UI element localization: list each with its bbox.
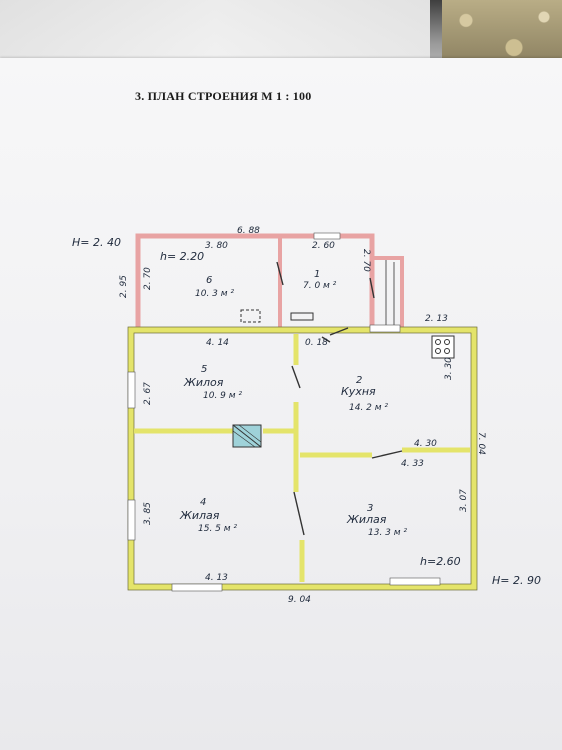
curtain — [0, 0, 430, 68]
dim-room1-width: 2. 60 — [312, 241, 335, 251]
room4-area: 15. 5 м ² — [198, 524, 237, 534]
dim-annex-top: 6. 88 — [237, 226, 260, 236]
dim-kitchen-height: 3. 30 — [444, 357, 454, 380]
annex-openings — [240, 232, 395, 326]
kitchen-hob — [431, 335, 455, 359]
room3-number: 3 — [367, 503, 373, 514]
dim-room5-height: 2. 67 — [143, 382, 153, 405]
height-main-house: H= 2. 90 — [492, 574, 541, 587]
window-kitchen-top — [369, 324, 401, 333]
house-wall-outlines — [127, 326, 478, 591]
room1-area: 7. 0 м ² — [303, 281, 337, 291]
annex-outline — [135, 233, 375, 328]
window-room4-bottom — [171, 583, 223, 592]
wallpaper-pattern — [442, 0, 562, 68]
room4-number: 4 — [200, 497, 206, 508]
room3-area: 13. 3 м ² — [368, 528, 407, 538]
window-room3-bottom — [389, 577, 441, 586]
hob-body — [431, 335, 455, 359]
house-walls — [128, 327, 477, 590]
annex-top-window — [313, 232, 341, 240]
room1-number: 1 — [314, 269, 320, 280]
dim-corridor: 2. 13 — [425, 314, 448, 324]
room6-number: 6 — [206, 275, 212, 286]
dim-room4-height: 3. 85 — [143, 502, 153, 525]
room5-number: 5 — [201, 364, 207, 375]
dim-annex-left-outer: 2. 95 — [119, 275, 129, 298]
paper-sheet — [0, 58, 562, 750]
height-room6: h= 2.20 — [160, 250, 204, 263]
dim-room3-inner: 4. 33 — [401, 459, 424, 469]
dimension-labels: 6. 88 3. 80 2. 60 2. 95 2. 70 2. 70 2. 1… — [119, 226, 486, 605]
dim-room6-width: 3. 80 — [205, 241, 228, 251]
room6-area: 10. 3 м ² — [195, 289, 234, 299]
height-left-annex: H= 2. 40 — [72, 236, 121, 249]
height-labels: H= 2. 40 H= 2. 90 h= 2.20 h=2.60 — [72, 236, 541, 587]
house-outer-edge — [127, 326, 478, 591]
room5-area: 10. 9 м ² — [203, 391, 242, 401]
height-room3: h=2.60 — [420, 555, 461, 568]
window-room4 — [127, 499, 136, 541]
room3-name: Жилая — [346, 513, 387, 526]
stove — [232, 424, 262, 448]
annex-furniture — [240, 309, 261, 323]
annex-walls — [135, 233, 404, 328]
room4-name: Жилая — [179, 509, 220, 522]
room2-name: Кухня — [341, 385, 376, 398]
dim-room5-width: 4. 14 — [206, 338, 229, 348]
door-5-2 — [291, 365, 301, 389]
room-labels: 6 10. 3 м ² 1 7. 0 м ² 5 Жилоя 10. 9 м ²… — [179, 269, 407, 538]
house-outline — [128, 327, 477, 590]
dim-house-bottom: 9. 04 — [288, 595, 311, 605]
door-kitchen-b — [321, 336, 331, 343]
door-4-3 — [293, 491, 305, 536]
dim-annex-left-inner: 2. 70 — [143, 267, 153, 290]
dim-room4-width: 4. 13 — [205, 573, 228, 583]
room2-number: 2 — [356, 375, 362, 386]
door-kitchen — [329, 327, 349, 336]
dim-kitchen-inner: 4. 30 — [414, 439, 437, 449]
house-inner-edge — [133, 332, 472, 585]
room2-area: 14. 2 м ² — [349, 403, 388, 413]
annex-door-swing — [276, 261, 284, 286]
house-windows — [127, 324, 441, 592]
window-room5 — [127, 371, 136, 409]
door-2-3 — [371, 450, 403, 459]
dim-partition-small: 0. 18 — [305, 338, 328, 348]
room1-door-swing — [369, 277, 375, 299]
annex-bench — [290, 312, 314, 321]
dim-right-total: 7. 04 — [476, 432, 486, 455]
partitions — [134, 334, 470, 582]
door-swings — [291, 327, 403, 536]
room5-name: Жилоя — [183, 376, 224, 389]
plan-title: 3. ПЛАН СТРОЕНИЯ М 1 : 100 — [135, 89, 312, 103]
dim-room1-right: 2. 70 — [361, 249, 371, 272]
corridor-wall — [372, 256, 404, 328]
dim-room3-height: 3. 07 — [459, 489, 469, 512]
